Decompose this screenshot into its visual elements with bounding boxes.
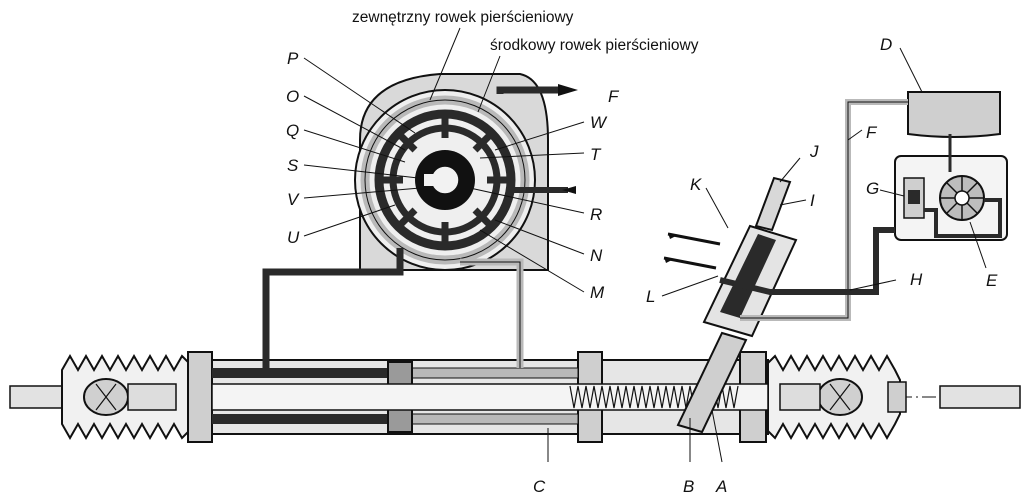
- label-K: K: [690, 175, 702, 194]
- label-U: U: [287, 228, 300, 247]
- label-D: D: [880, 35, 892, 54]
- rack-assembly: [9, 351, 1021, 443]
- label-H: H: [910, 270, 923, 289]
- label-I: I: [810, 191, 815, 210]
- label-V: V: [287, 190, 300, 209]
- cylinder-chamber-left-bottom: [212, 414, 390, 424]
- annotations: zewnętrzny rowek pierścieniowy środkowy …: [286, 9, 998, 496]
- label-T: T: [590, 145, 602, 164]
- label-L: L: [646, 287, 655, 306]
- label-N: N: [590, 246, 603, 265]
- rotary-valve: [262, 73, 578, 368]
- label-O: O: [286, 87, 299, 106]
- return-line-valve: [496, 86, 560, 94]
- label-J: J: [809, 142, 819, 161]
- reservoir-D: [907, 91, 1001, 138]
- input-shaft: [754, 176, 792, 232]
- caption-outer-groove: zewnętrzny rowek pierścieniowy: [352, 9, 574, 26]
- label-B: B: [683, 477, 694, 496]
- label-A: A: [715, 477, 727, 496]
- label-M: M: [590, 283, 605, 302]
- caption-middle-groove: środkowy rowek pierścieniowy: [490, 37, 699, 54]
- feed-line-right: [460, 258, 524, 368]
- label-C: C: [533, 477, 546, 496]
- reservoir-and-pump: [719, 91, 1008, 321]
- label-Q: Q: [286, 121, 299, 140]
- pinion-assembly: [663, 176, 798, 434]
- label-G: G: [866, 179, 879, 198]
- pinion-shaft: [676, 331, 748, 434]
- feed-line-left: [262, 248, 404, 368]
- middle-groove: [374, 109, 516, 251]
- cylinder-chamber-right: [411, 367, 579, 379]
- label-P: P: [287, 49, 299, 68]
- pressure-line-H: [719, 227, 895, 295]
- label-F-top: F: [608, 87, 620, 106]
- label-R: R: [590, 205, 602, 224]
- cylinder-chamber-left: [212, 368, 390, 378]
- rack-bar: [211, 383, 769, 411]
- label-F-line: F: [866, 123, 878, 142]
- label-W: W: [590, 113, 608, 132]
- label-E: E: [986, 271, 998, 290]
- label-S: S: [287, 156, 299, 175]
- cylinder-chamber-right-bottom: [411, 413, 579, 425]
